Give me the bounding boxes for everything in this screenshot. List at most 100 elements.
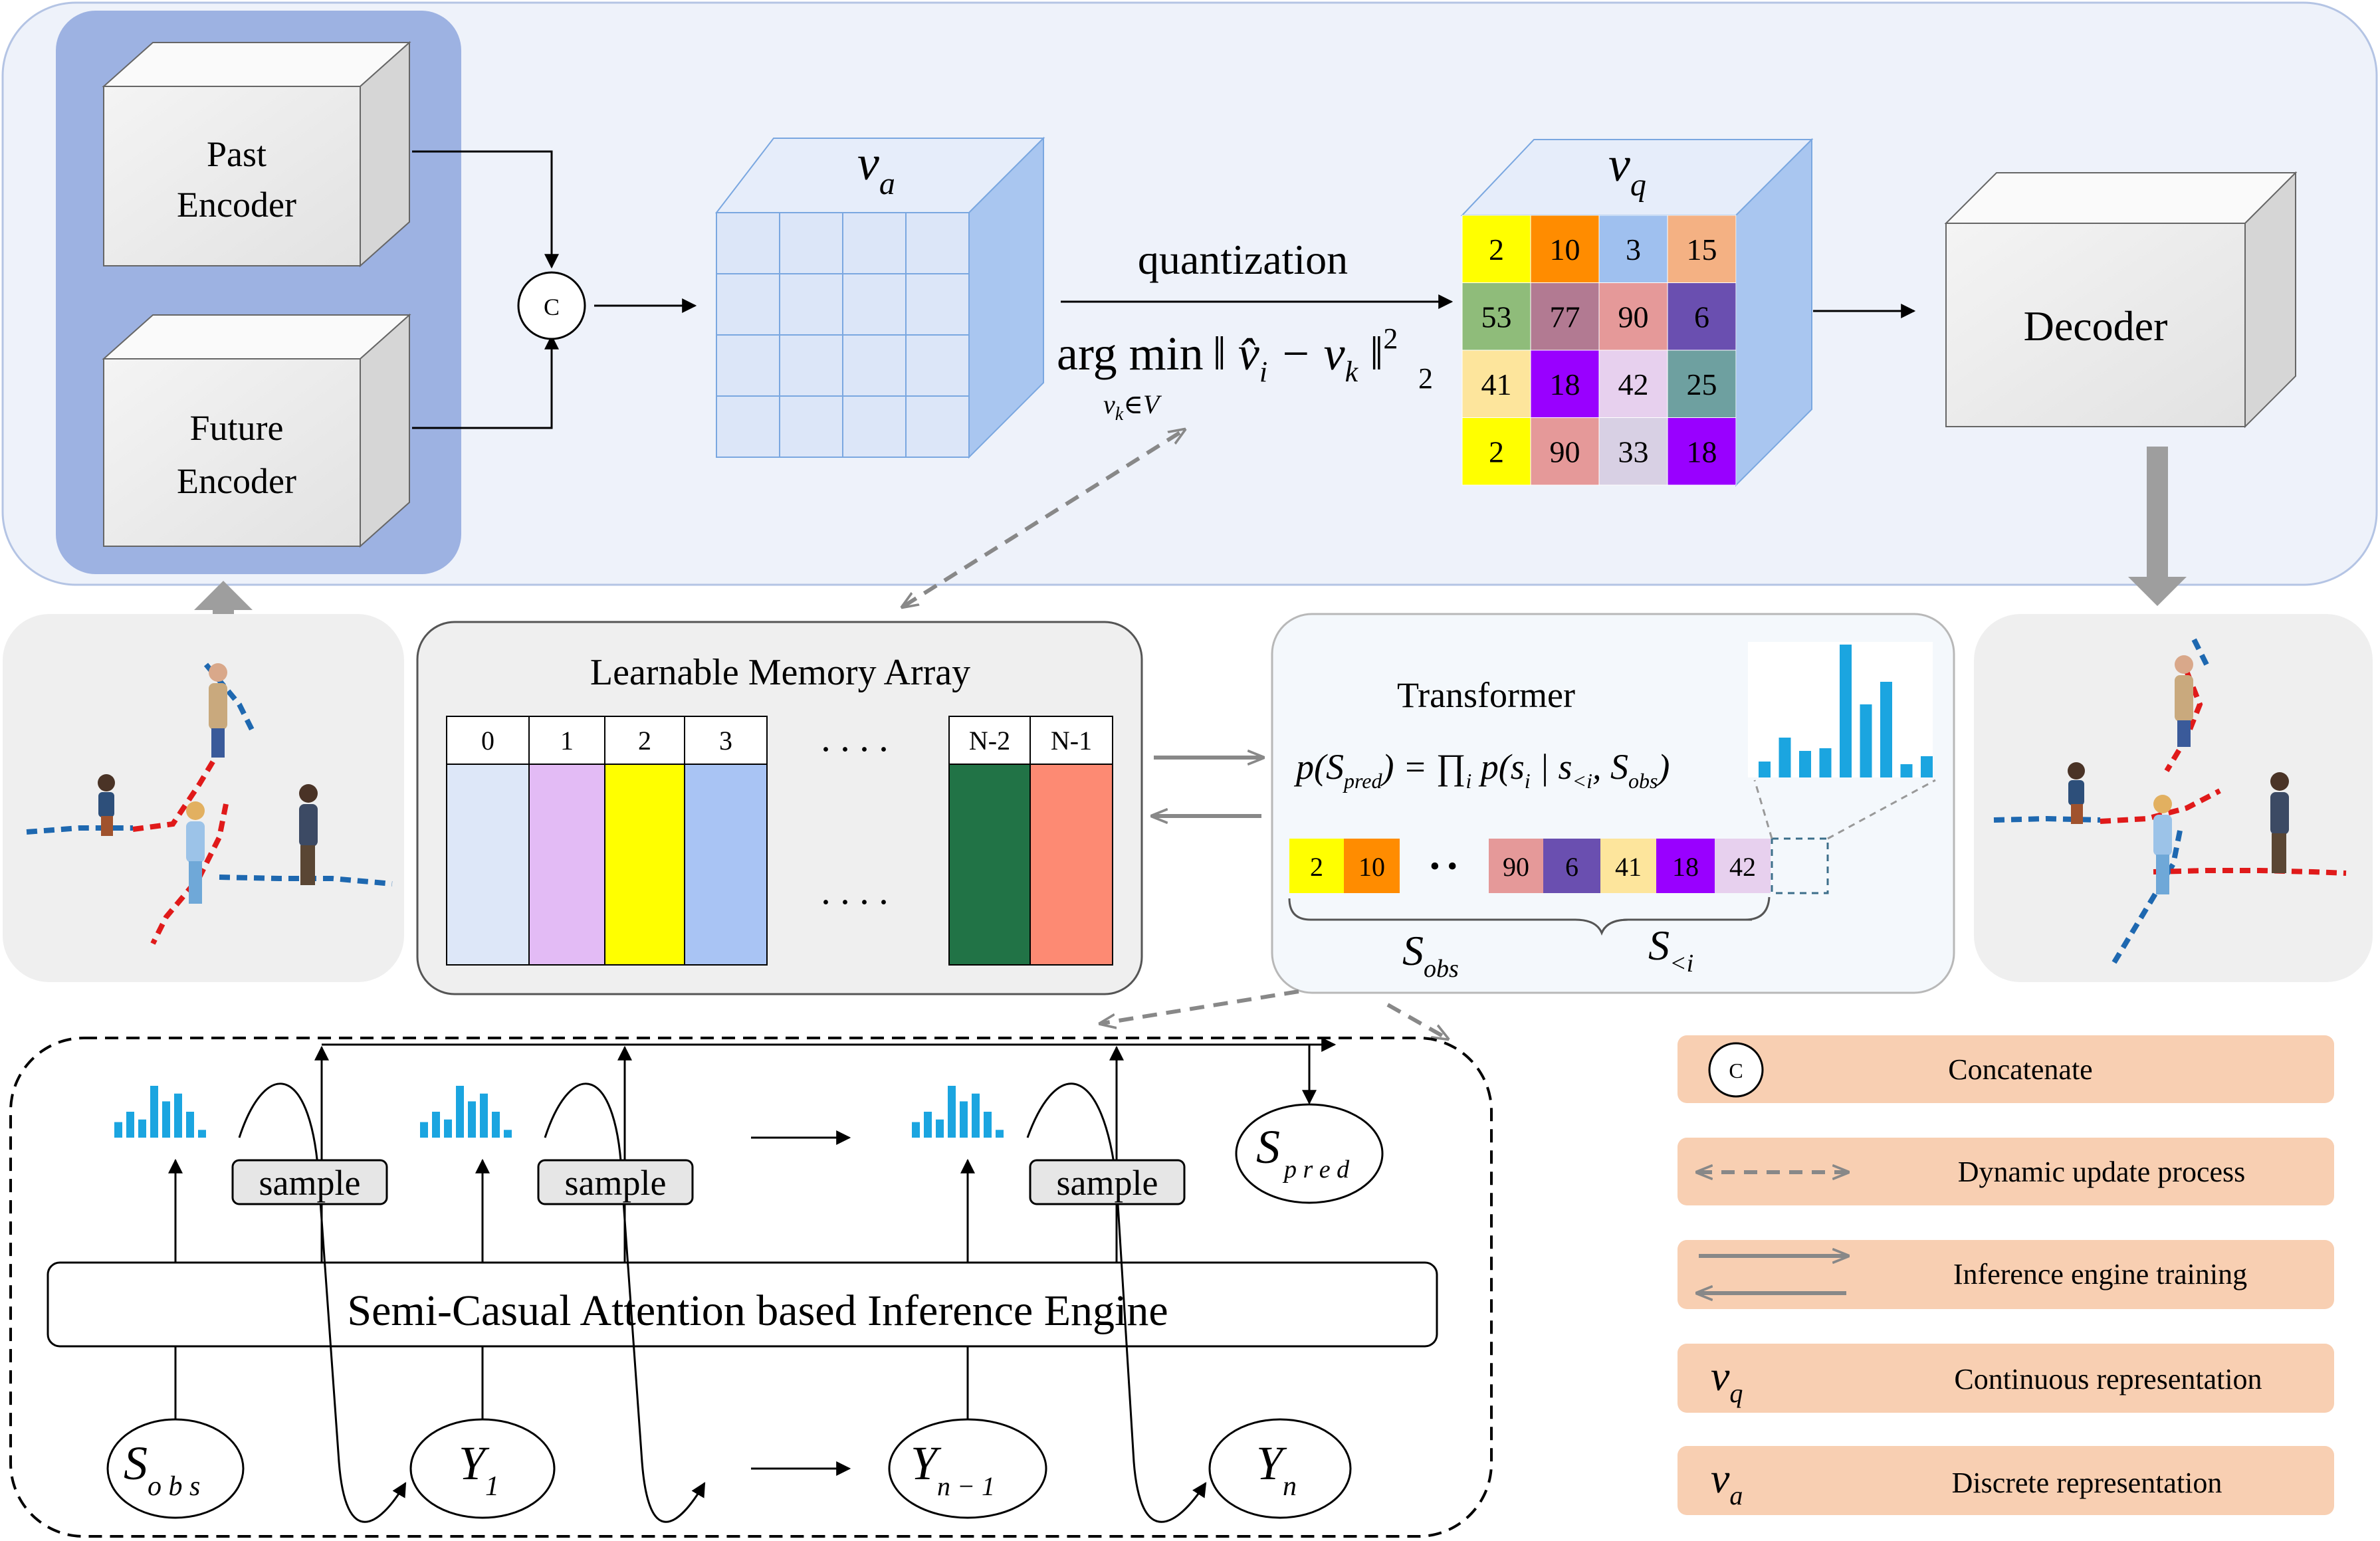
- memory-slot: [948, 764, 1031, 966]
- histogram-bar: [1860, 704, 1872, 777]
- memory-header-cell: [528, 716, 605, 765]
- s-obs-label: Sobs: [1402, 927, 1459, 983]
- vq-cell-value: 15: [1687, 233, 1717, 266]
- token-value: 10: [1358, 852, 1385, 882]
- memory-slot: [684, 764, 768, 966]
- va-cell: [842, 395, 907, 458]
- y1-node-label: Y1: [459, 1437, 499, 1502]
- past-encoder-label-2: Encoder: [177, 185, 296, 225]
- mini-histogram-bar: [444, 1119, 452, 1138]
- memory-header-label: 0: [481, 726, 494, 756]
- token-value: 18: [1672, 852, 1699, 882]
- mini-histogram-bar: [114, 1122, 122, 1138]
- pedestrian-figure: [98, 663, 318, 904]
- memory-slot: [446, 764, 530, 966]
- future-encoder-label-2: Encoder: [177, 461, 296, 501]
- sequence-dots: • •: [1430, 850, 1458, 882]
- dynamic-update-arrow-top: [904, 431, 1183, 606]
- va-grid: [716, 212, 970, 458]
- output-scene-panel: [1974, 614, 2373, 982]
- va-cell: [716, 395, 780, 458]
- vq-cell: [1598, 350, 1668, 418]
- va-cell: [842, 334, 907, 397]
- legend-concat-symbol: [1708, 1042, 1764, 1098]
- mini-histogram-bar: [948, 1086, 956, 1138]
- vq-cell: [1530, 215, 1600, 283]
- sample-box-1: [231, 1159, 388, 1205]
- sample-label-3: sample: [1057, 1163, 1158, 1203]
- transformer-title: Transformer: [1397, 675, 1575, 715]
- vq-cell-value: 53: [1481, 300, 1512, 334]
- vq-cell: [1530, 417, 1600, 486]
- s-pred-node: [1235, 1103, 1384, 1204]
- vq-cell: [1461, 215, 1531, 283]
- vq-cell: [1667, 282, 1737, 351]
- legend-dynamic-label: Dynamic update process: [1958, 1156, 2246, 1188]
- memory-header-cell: [948, 716, 1031, 765]
- legend-concat-box: [1677, 1035, 2334, 1103]
- mini-histogram-bar: [492, 1112, 500, 1138]
- vq-cell-value: 41: [1481, 367, 1512, 401]
- s-lt-label: S<i: [1648, 922, 1693, 977]
- mini-histogram-bar: [504, 1130, 512, 1138]
- yn-node: [1208, 1418, 1352, 1519]
- yn-node-label: Yn: [1256, 1437, 1297, 1502]
- mini-histogram-bar: [186, 1112, 194, 1138]
- mini-histogram-bar: [150, 1086, 158, 1138]
- decoder: Decoder: [1944, 171, 2298, 429]
- mini-histogram-bar: [936, 1119, 944, 1138]
- vq-cell: [1461, 350, 1531, 418]
- memory-header-cell: [604, 716, 685, 765]
- vq-cell-value: 90: [1550, 435, 1580, 468]
- token-cell: [1715, 839, 1771, 893]
- mini-histogram-bar: [174, 1093, 182, 1138]
- vq-cell-value: 42: [1618, 367, 1649, 401]
- sample-box-3: [1029, 1159, 1186, 1205]
- argmin-formula-sub2: 2: [1418, 362, 1433, 395]
- vq-cell: [1461, 417, 1531, 486]
- argmin-under: vk∈V: [1103, 389, 1162, 425]
- va-cell: [779, 395, 843, 458]
- vq-cell-value: 6: [1694, 300, 1709, 334]
- va-cell: [842, 212, 907, 274]
- va-cell: [779, 212, 843, 274]
- token-value: 41: [1615, 852, 1642, 882]
- token-cell: [1489, 839, 1543, 893]
- legend: C Concatenate Dynamic update process Inf…: [1677, 1035, 2334, 1515]
- token-value: 2: [1310, 852, 1323, 882]
- histogram-bar: [1759, 762, 1771, 777]
- vq-cell-value: 2: [1489, 233, 1504, 266]
- histogram-bar: [1921, 756, 1933, 777]
- va-cube: va: [714, 136, 1045, 459]
- sample-label-2: sample: [565, 1163, 667, 1203]
- vq-cell: [1598, 282, 1668, 351]
- inference-engine-bar: [47, 1261, 1438, 1348]
- vq-cell: [1667, 350, 1737, 418]
- legend-va-box: [1677, 1446, 2334, 1515]
- past-encoder-label-1: Past: [207, 134, 267, 174]
- token-cell: [1600, 839, 1656, 893]
- histogram-bar: [1840, 645, 1852, 777]
- input-scene: [26, 663, 393, 945]
- past-to-concat-arrow: [412, 150, 559, 269]
- input-scene-panel: [3, 614, 404, 982]
- histogram-bar: [1880, 682, 1892, 777]
- mini-histogram-bar: [432, 1112, 440, 1138]
- mini-histogram-bar: [912, 1122, 920, 1138]
- s-obs-node-label: So b s: [124, 1437, 200, 1502]
- vq-cell-value: 25: [1687, 367, 1717, 401]
- hist-zoom-line-1: [1753, 779, 1773, 839]
- vq-cell: [1667, 417, 1737, 486]
- mini-histogram-bar: [162, 1101, 170, 1138]
- va-cell: [716, 334, 780, 397]
- vq-cell-value: 3: [1626, 233, 1641, 266]
- vq-cell: [1530, 350, 1600, 418]
- token-value: 6: [1565, 852, 1578, 882]
- legend-vq-box: [1677, 1344, 2334, 1413]
